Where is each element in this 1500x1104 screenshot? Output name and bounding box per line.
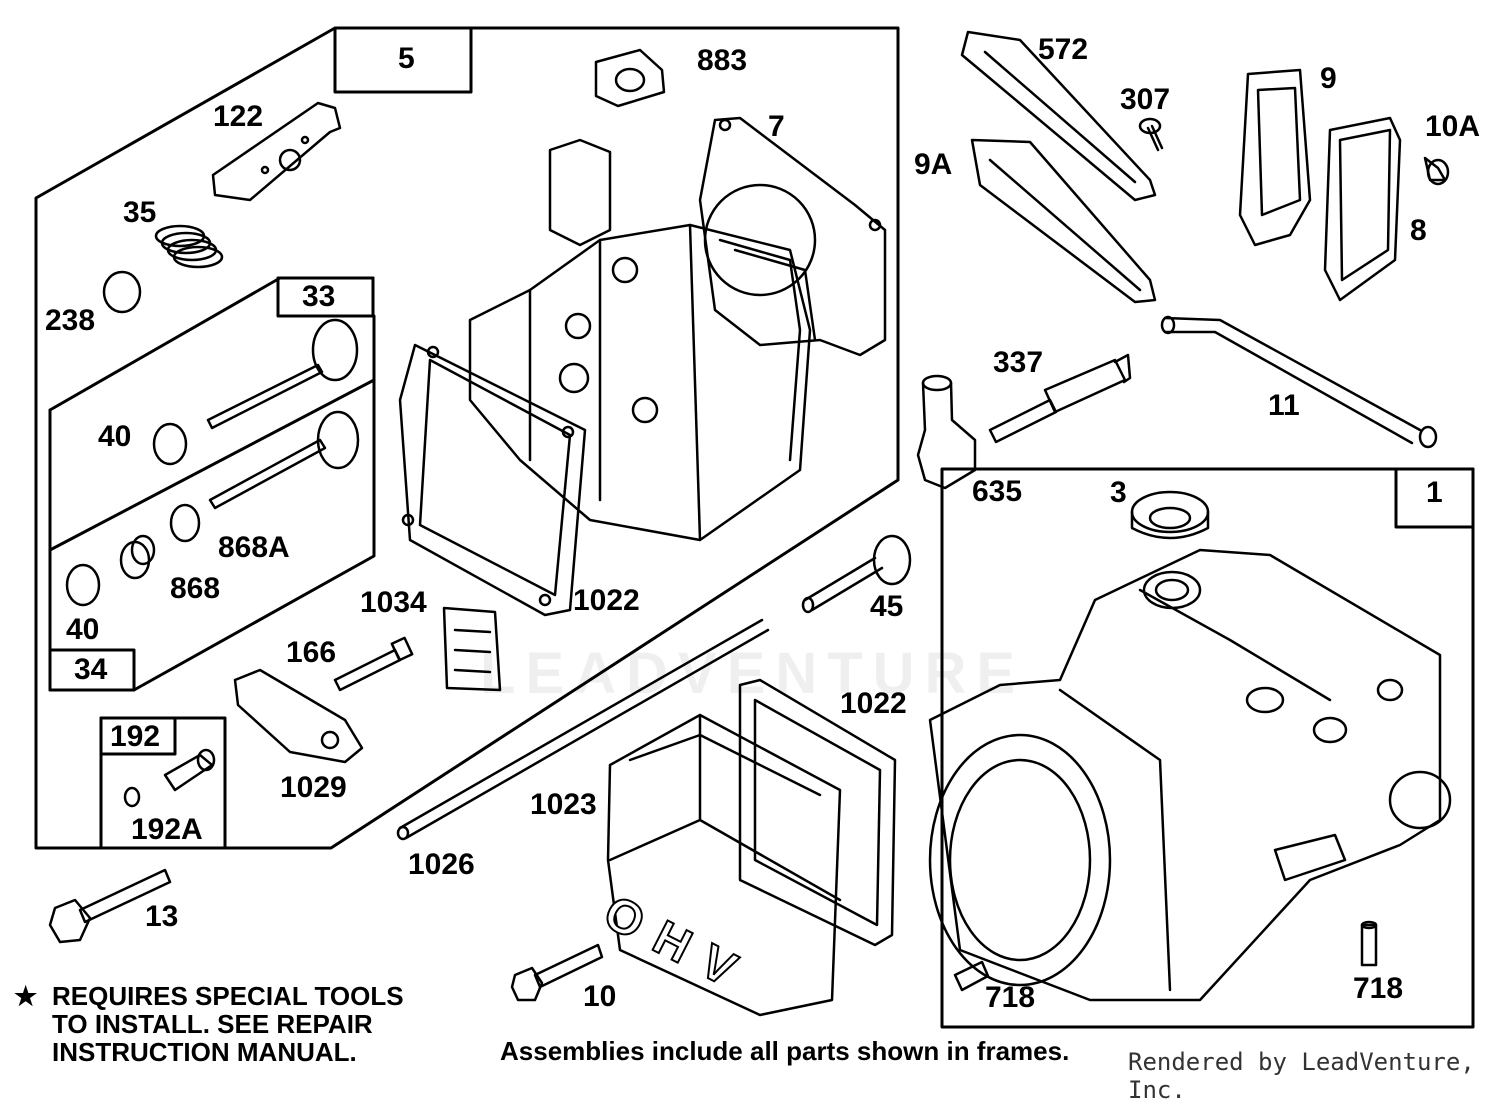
frame-192-label: 192 — [110, 720, 161, 753]
label-718-right: 718 — [1353, 972, 1404, 1005]
part-635-boot — [916, 374, 977, 490]
label-40-top: 40 — [98, 420, 132, 453]
frame-5-outline — [34, 26, 900, 850]
part-valve-2 — [208, 410, 360, 510]
label-1026: 1026 — [408, 848, 475, 881]
label-10: 10 — [583, 980, 617, 1013]
part-1023-rocker-cover — [606, 713, 842, 1017]
note-line-3: INSTRUCTION MANUAL. — [52, 1037, 357, 1067]
part-13-bolt — [48, 868, 172, 944]
part-1029-rocker-arm — [233, 668, 364, 764]
label-11: 11 — [1268, 389, 1300, 422]
part-868a-washer — [169, 503, 201, 543]
part-cylinder-head — [468, 138, 817, 542]
part-883-gasket — [594, 48, 666, 108]
label-40-bottom: 40 — [66, 613, 100, 646]
part-1022-gasket-lower — [738, 678, 897, 947]
label-9: 9 — [1320, 62, 1337, 95]
watermark: LEADVENTURE — [480, 641, 1026, 706]
label-45: 45 — [870, 590, 904, 623]
label-635: 635 — [972, 475, 1023, 508]
part-122-plate — [211, 101, 342, 202]
star-icon: ★ — [14, 981, 38, 1011]
label-1022-lower: 1022 — [840, 687, 907, 720]
part-40-keeper-bottom — [65, 563, 101, 607]
rendered-by-credit: Rendered by LeadVenture, Inc. — [1128, 1048, 1475, 1104]
note-line-2: TO INSTALL. SEE REPAIR — [52, 1009, 373, 1039]
part-572-gasket — [960, 30, 1157, 202]
part-1026-push-rod — [396, 618, 770, 841]
label-1023: 1023 — [530, 788, 597, 821]
label-868a: 868A — [218, 531, 290, 564]
frame-33-label: 33 — [302, 280, 336, 313]
assemblies-note: Assemblies include all parts shown in fr… — [500, 1036, 1070, 1066]
label-1022-upper: 1022 — [573, 584, 640, 617]
label-883: 883 — [697, 44, 748, 77]
part-337-spark-plug — [988, 353, 1132, 444]
label-3: 3 — [1110, 476, 1127, 509]
part-307-screw — [1138, 117, 1164, 152]
frame-192-box — [99, 716, 177, 756]
part-238-cap — [102, 270, 142, 314]
label-9a: 9A — [914, 148, 953, 181]
frame-33-box — [276, 276, 375, 318]
frame-34-divider — [48, 378, 376, 552]
note-line-1: REQUIRES SPECIAL TOOLS — [52, 981, 404, 1011]
part-33-valve — [206, 318, 359, 430]
label-238: 238 — [45, 304, 96, 337]
part-718-pin-right — [1360, 920, 1378, 967]
frame-1-label: 1 — [1426, 476, 1443, 509]
label-307: 307 — [1120, 83, 1171, 116]
label-1029: 1029 — [280, 771, 347, 804]
label-572: 572 — [1038, 33, 1089, 66]
label-7: 7 — [768, 110, 785, 143]
part-40-keeper-top — [152, 422, 188, 466]
part-9-gasket — [1238, 68, 1312, 247]
part-10-bolt — [510, 943, 604, 1002]
label-718-left: 718 — [985, 981, 1036, 1014]
frame-34-label: 34 — [74, 653, 108, 686]
part-1034-guide-plate — [442, 606, 502, 692]
part-718-pin-left — [953, 960, 990, 992]
label-10a: 10A — [1425, 110, 1481, 143]
part-1022-gasket-upper — [398, 343, 587, 617]
part-35-spring — [154, 224, 224, 269]
part-9a-gasket — [970, 138, 1157, 304]
part-166-stud — [333, 636, 414, 692]
frame-5-box — [333, 26, 473, 94]
label-122: 122 — [213, 100, 264, 133]
label-166: 166 — [286, 636, 337, 669]
part-45-tappet — [801, 534, 912, 614]
label-35: 35 — [123, 196, 157, 229]
part-3-seal — [1130, 490, 1210, 540]
label-1034: 1034 — [360, 586, 427, 619]
frame-1-box — [1394, 467, 1475, 529]
frame-34-box — [48, 648, 136, 692]
part-868-seal — [119, 534, 156, 580]
label-8: 8 — [1410, 214, 1427, 247]
part-10a-screw — [1423, 156, 1450, 186]
part-192a-screw — [123, 748, 216, 808]
label-192a: 192A — [131, 813, 203, 846]
label-337: 337 — [993, 346, 1044, 379]
part-1-cylinder-block — [928, 548, 1452, 1002]
part-8-cover — [1323, 116, 1402, 302]
special-tools-note: ★ REQUIRES SPECIAL TOOLS TO INSTALL. SEE… — [14, 982, 404, 1066]
label-13: 13 — [145, 900, 179, 933]
part-11-tube — [1160, 315, 1438, 449]
frame-1-outline — [940, 467, 1475, 1029]
part-7-head-gasket — [698, 116, 887, 357]
label-868: 868 — [170, 572, 221, 605]
frame-5-label: 5 — [398, 42, 415, 75]
